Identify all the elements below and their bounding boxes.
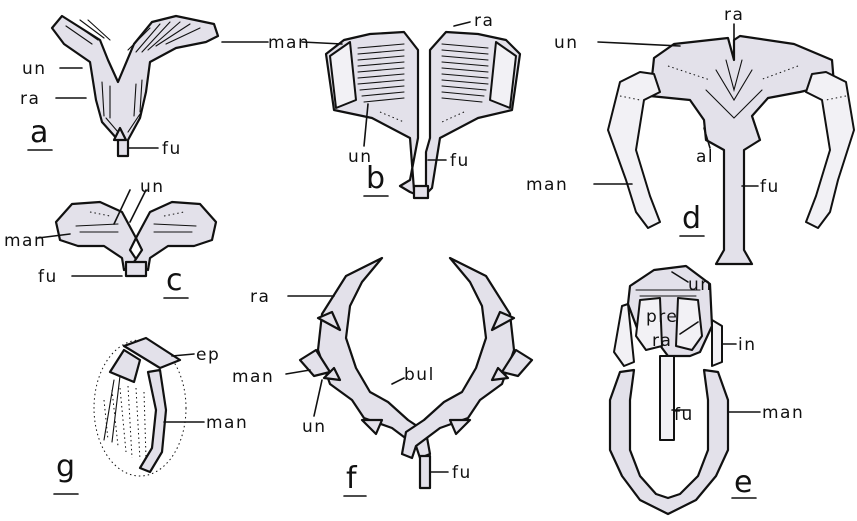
- panel-e-letter: e: [734, 465, 752, 500]
- panel-d-label-ra: ra: [724, 5, 744, 25]
- panel-d-drawing: [608, 36, 854, 264]
- panel-a-label-ra: ra: [20, 89, 40, 109]
- panel-e: un pre ra in fu man e: [610, 266, 804, 514]
- panel-b-label-ra: ra: [474, 11, 494, 31]
- panel-d-label-un: un: [554, 33, 579, 53]
- panel-d-leader-un: [598, 42, 680, 46]
- panel-c-letter: c: [166, 263, 183, 298]
- panel-e-label-fu: fu: [674, 405, 694, 425]
- panel-c-drawing: [56, 202, 216, 276]
- panel-e-label-man: man: [762, 403, 804, 423]
- panel-a: un ra fu a: [20, 16, 218, 159]
- panel-g-label-ep: ep: [196, 345, 220, 365]
- panel-f-leader-man: [286, 370, 310, 374]
- panel-e-label-un: un: [688, 275, 713, 295]
- panel-b: man ra un fu b: [222, 11, 520, 198]
- panel-b-drawing: [326, 32, 520, 198]
- panel-g-leader-ep: [172, 354, 194, 356]
- panel-b-label-man: man: [268, 33, 310, 53]
- panel-c-label-man: man: [4, 231, 46, 251]
- panel-b-letter: b: [366, 161, 385, 196]
- panel-d-label-man: man: [526, 175, 568, 195]
- panel-d: un ra al man fu d: [526, 5, 854, 264]
- panel-f: ra man bul un fu f: [232, 258, 532, 496]
- panel-f-label-man: man: [232, 367, 274, 387]
- panel-d-letter: d: [682, 201, 701, 236]
- panel-d-label-fu: fu: [760, 177, 780, 197]
- panel-g-label-man: man: [206, 413, 248, 433]
- panel-b-leader-ra: [454, 22, 470, 26]
- panel-f-label-ra: ra: [250, 287, 270, 307]
- panel-a-label-fu: fu: [162, 139, 182, 159]
- panel-a-drawing: [52, 16, 218, 156]
- panel-g: ep man g: [54, 338, 248, 494]
- panel-c-label-un: un: [140, 177, 165, 197]
- panel-g-letter: g: [56, 449, 75, 484]
- panel-f-label-fu: fu: [452, 463, 472, 483]
- panel-c-label-fu: fu: [38, 267, 58, 287]
- panel-e-label-ra: ra: [652, 331, 672, 351]
- panel-f-leader-bul: [392, 378, 404, 384]
- panel-f-label-bul: bul: [404, 365, 435, 385]
- panel-a-label-un: un: [22, 59, 47, 79]
- panel-d-label-al: al: [696, 147, 714, 167]
- panel-f-label-un: un: [302, 417, 327, 437]
- panel-g-drawing: [94, 338, 186, 476]
- panel-f-letter: f: [346, 461, 358, 496]
- panel-e-label-in: in: [738, 335, 757, 355]
- panel-e-label-pre: pre: [646, 307, 678, 327]
- panel-a-letter: a: [30, 115, 48, 150]
- panel-f-leader-un: [314, 380, 322, 416]
- panel-e-drawing: [610, 266, 728, 514]
- panel-c: un man fu c: [4, 177, 216, 298]
- panel-b-label-fu: fu: [450, 151, 470, 171]
